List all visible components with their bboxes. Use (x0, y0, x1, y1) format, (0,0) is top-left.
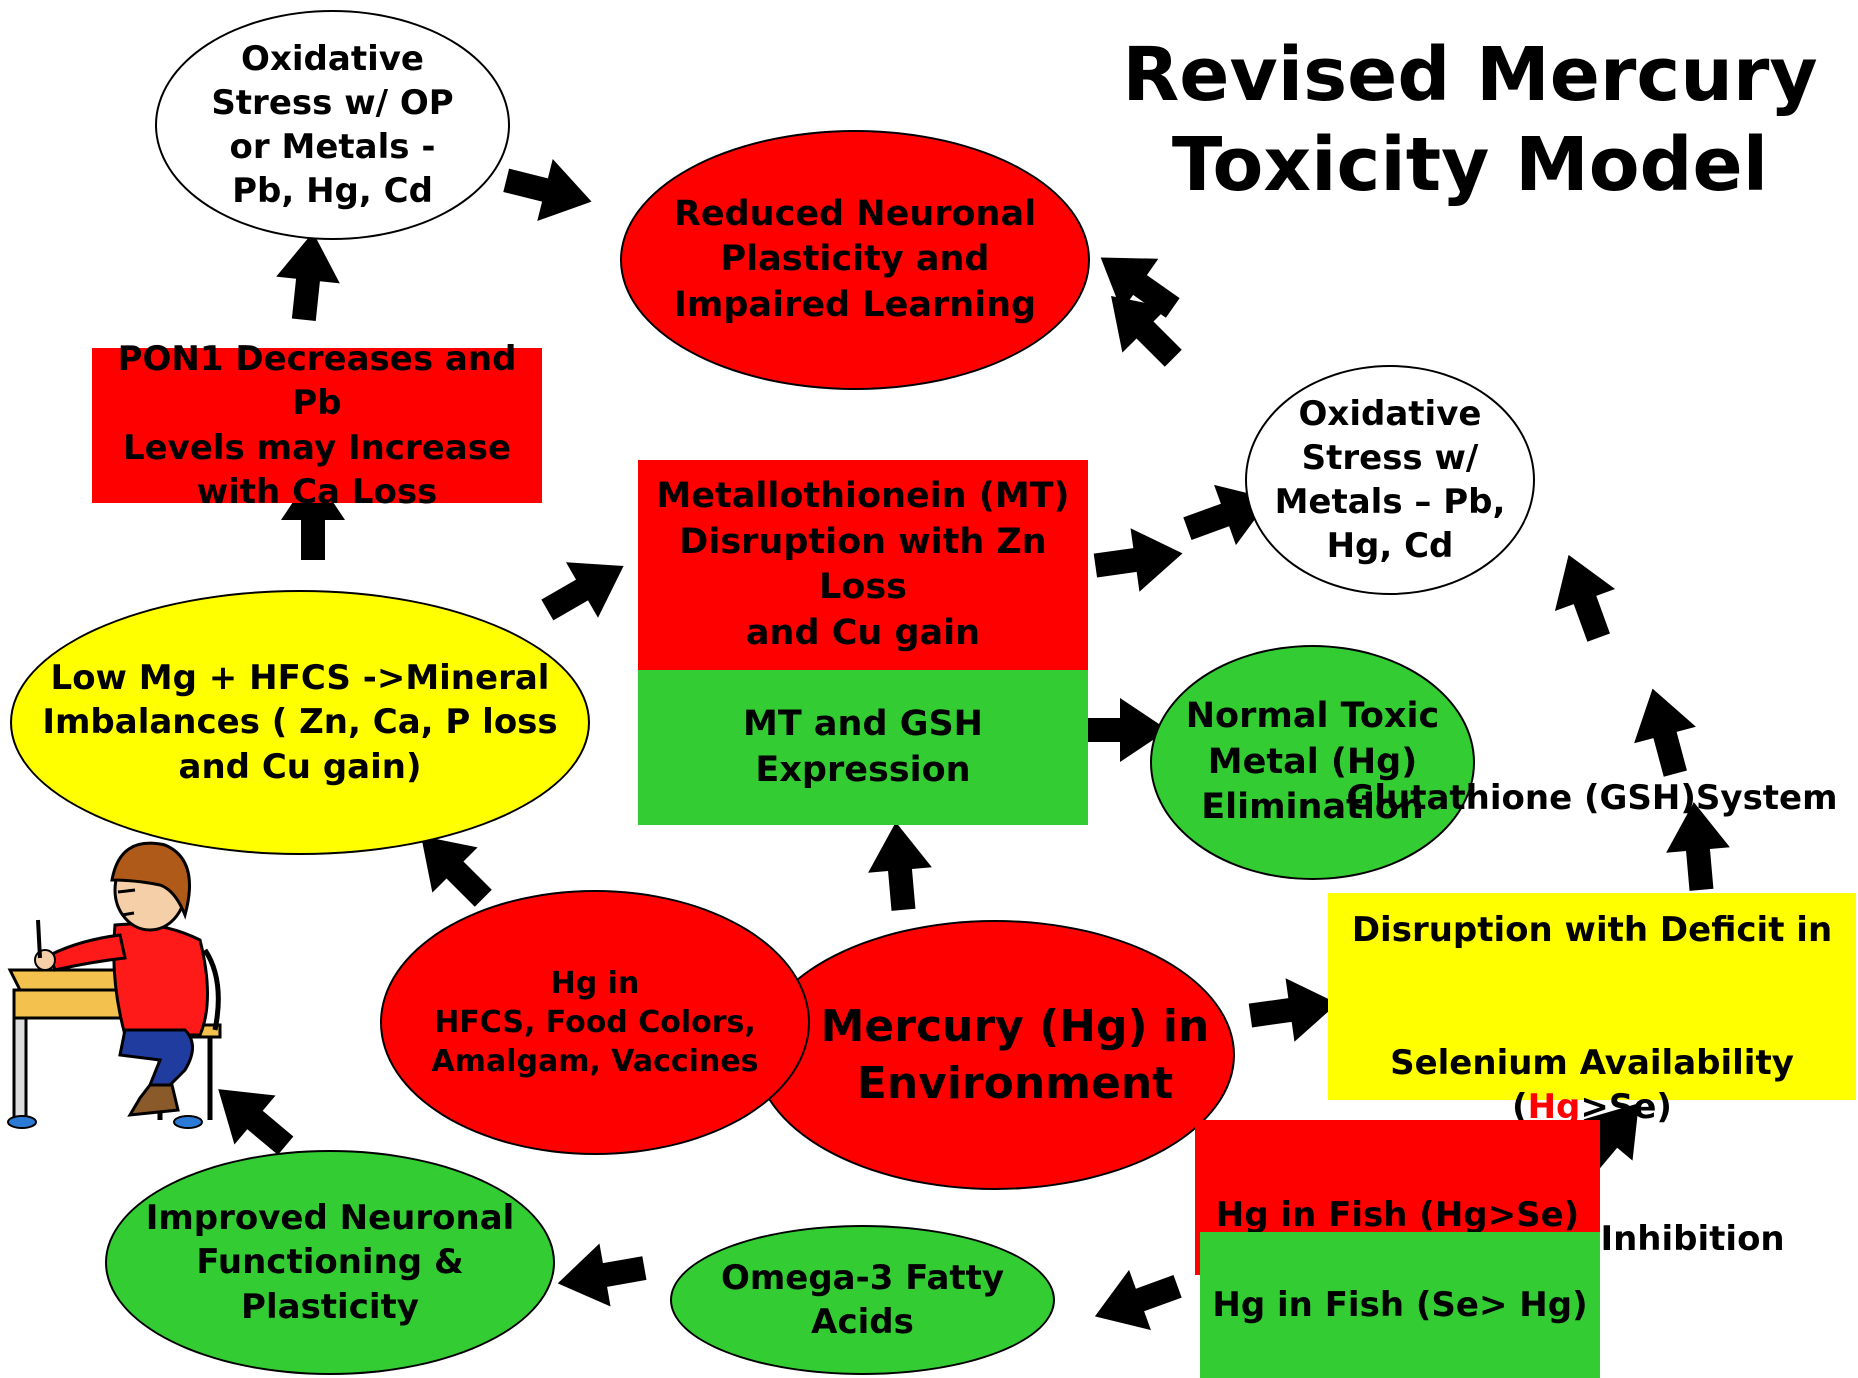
node-normal-elimination-label: Normal Toxic Metal (Hg) Elimination (1185, 696, 1440, 828)
student-at-desk-illustration (7, 841, 222, 1129)
gsh-line-1: Glutathione (GSH)System (1346, 777, 1838, 818)
node-mt-gsh-expression-label: MT and GSH Expression (743, 704, 983, 790)
arrow-gsh-to-oxidative-a (1538, 543, 1629, 649)
node-low-mg-hfcs: Low Mg + HFCS ->Mineral Imbalances ( Zn,… (10, 590, 590, 855)
arrow-mercury-to-mt (863, 819, 936, 913)
arrow-low-mg-to-mt (531, 538, 640, 638)
node-omega3-label: Omega-3 Fatty Acids (720, 1257, 1005, 1342)
arrow-oxidative-to-plasticity (498, 149, 600, 233)
node-gsh-disruption: Glutathione (GSH)System Disruption with … (1328, 778, 1856, 1259)
node-hg-fish-se-hg-label: Hg in Fish (Se> Hg) (1212, 1284, 1588, 1325)
node-mt-disruption: Metallothionein (MT) Disruption with Zn … (638, 460, 1088, 670)
node-hg-sources: Hg in HFCS, Food Colors, Amalgam, Vaccin… (380, 890, 810, 1155)
node-reduced-plasticity-label: Reduced Neuronal Plasticity and Impaired… (673, 193, 1037, 325)
arrow-omega3-to-improved (552, 1236, 650, 1315)
gsh-line-2: Disruption with Deficit in (1351, 910, 1833, 951)
node-omega3: Omega-3 Fatty Acids (670, 1225, 1055, 1375)
node-improved-functioning-label: Improved Neuronal Functioning & Plastici… (145, 1198, 515, 1327)
arrow-fish-to-omega3 (1083, 1256, 1189, 1347)
node-hg-sources-label: Hg in HFCS, Food Colors, Amalgam, Vaccin… (431, 966, 759, 1079)
gsh-line-3-pre: Selenium Availability ( (1390, 1042, 1794, 1127)
node-normal-elimination: Normal Toxic Metal (Hg) Elimination (1150, 645, 1475, 880)
node-hg-fish-hg-se-label: Hg in Fish (Hg>Se) (1215, 1194, 1580, 1235)
node-improved-functioning: Improved Neuronal Functioning & Plastici… (105, 1150, 555, 1375)
node-oxidative-stress-metals: Oxidative Stress w/ Metals – Pb, Hg, Cd (1245, 365, 1535, 595)
node-mercury-environment-label: Mercury (Hg) in Environment (820, 1000, 1210, 1109)
node-pon1-decrease: PON1 Decreases and Pb Levels may Increas… (92, 339, 542, 512)
node-mt-disruption-label: Metallothionein (MT) Disruption with Zn … (656, 476, 1070, 653)
node-mt-gsh-expression: MT and GSH Expression (638, 670, 1088, 825)
node-hg-fish-se-hg: Hg in Fish (Se> Hg) (1200, 1232, 1600, 1378)
node-oxidative-stress-op: Oxidative Stress w/ OP or Metals - Pb, H… (155, 10, 510, 240)
diagram-title: Revised Mercury Toxicity Model (1122, 32, 1818, 209)
node-pon1-decrease-label: PON1 Decreases and Pb Levels may Increas… (117, 339, 517, 512)
arrow-mt-to-oxidative-a (1090, 521, 1187, 598)
node-oxidative-stress-op-label: Oxidative Stress w/ OP or Metals - Pb, H… (211, 38, 454, 212)
node-low-mg-hfcs-label: Low Mg + HFCS ->Mineral Imbalances ( Zn,… (42, 658, 558, 787)
node-oxidative-stress-metals-label: Oxidative Stress w/ Metals – Pb, Hg, Cd (1274, 393, 1506, 567)
arrow-pon1-to-oxidative (271, 228, 345, 324)
node-reduced-plasticity: Reduced Neuronal Plasticity and Impaired… (620, 130, 1090, 390)
node-mercury-environment: Mercury (Hg) in Environment (755, 920, 1235, 1190)
